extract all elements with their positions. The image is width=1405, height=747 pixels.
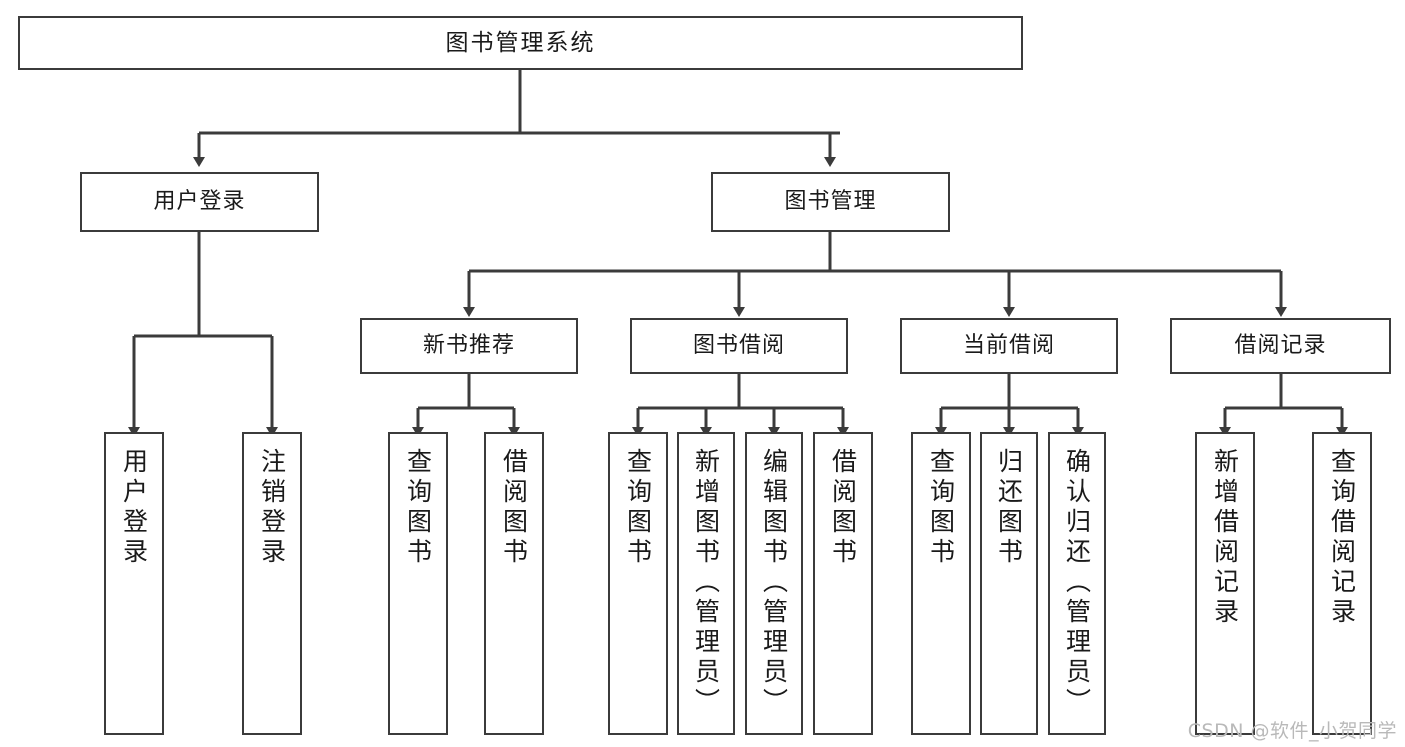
leaf-add-book-admin[interactable]: 新增图书（管理员）	[677, 432, 735, 735]
node-label: 用户登录	[153, 189, 246, 215]
node-label: 查询图书	[926, 448, 956, 568]
node-user-login[interactable]: 用户登录	[80, 172, 319, 232]
node-label: 用户登录	[119, 448, 149, 568]
node-label: 归还图书	[994, 448, 1024, 568]
leaf-borrow-book-recommend[interactable]: 借阅图书	[484, 432, 544, 735]
node-book-management[interactable]: 图书管理	[711, 172, 950, 232]
leaf-user-login[interactable]: 用户登录	[104, 432, 164, 735]
node-label: 新增图书（管理员）	[691, 448, 721, 718]
leaf-query-book-borrow[interactable]: 查询图书	[608, 432, 668, 735]
leaf-query-book-recommend[interactable]: 查询图书	[388, 432, 448, 735]
node-current-borrow[interactable]: 当前借阅	[900, 318, 1118, 374]
node-label: 查询图书	[623, 448, 653, 568]
node-label: 借阅图书	[828, 448, 858, 568]
node-borrow-record[interactable]: 借阅记录	[1170, 318, 1391, 374]
leaf-logout[interactable]: 注销登录	[242, 432, 302, 735]
node-label: 借阅图书	[499, 448, 529, 568]
leaf-query-borrow-record[interactable]: 查询借阅记录	[1312, 432, 1372, 735]
leaf-borrow-book[interactable]: 借阅图书	[813, 432, 873, 735]
node-label: 确认归还（管理员）	[1062, 448, 1092, 718]
node-root-book-management-system[interactable]: 图书管理系统	[18, 16, 1023, 70]
leaf-confirm-return-admin[interactable]: 确认归还（管理员）	[1048, 432, 1106, 735]
node-label: 查询图书	[403, 448, 433, 568]
leaf-return-book[interactable]: 归还图书	[980, 432, 1038, 735]
node-label: 图书管理系统	[445, 29, 596, 56]
node-new-book-recommend[interactable]: 新书推荐	[360, 318, 578, 374]
node-label: 借阅记录	[1234, 333, 1327, 359]
node-label: 图书管理	[784, 189, 877, 215]
node-label: 当前借阅	[962, 333, 1055, 359]
leaf-add-borrow-record[interactable]: 新增借阅记录	[1195, 432, 1255, 735]
leaf-edit-book-admin[interactable]: 编辑图书（管理员）	[745, 432, 803, 735]
node-label: 新增借阅记录	[1210, 448, 1240, 628]
node-book-borrow[interactable]: 图书借阅	[630, 318, 848, 374]
node-label: 查询借阅记录	[1327, 448, 1357, 628]
node-label: 编辑图书（管理员）	[759, 448, 789, 718]
node-label: 新书推荐	[422, 333, 515, 359]
leaf-query-book-current[interactable]: 查询图书	[911, 432, 971, 735]
node-label: 注销登录	[257, 448, 287, 568]
node-label: 图书借阅	[692, 333, 785, 359]
